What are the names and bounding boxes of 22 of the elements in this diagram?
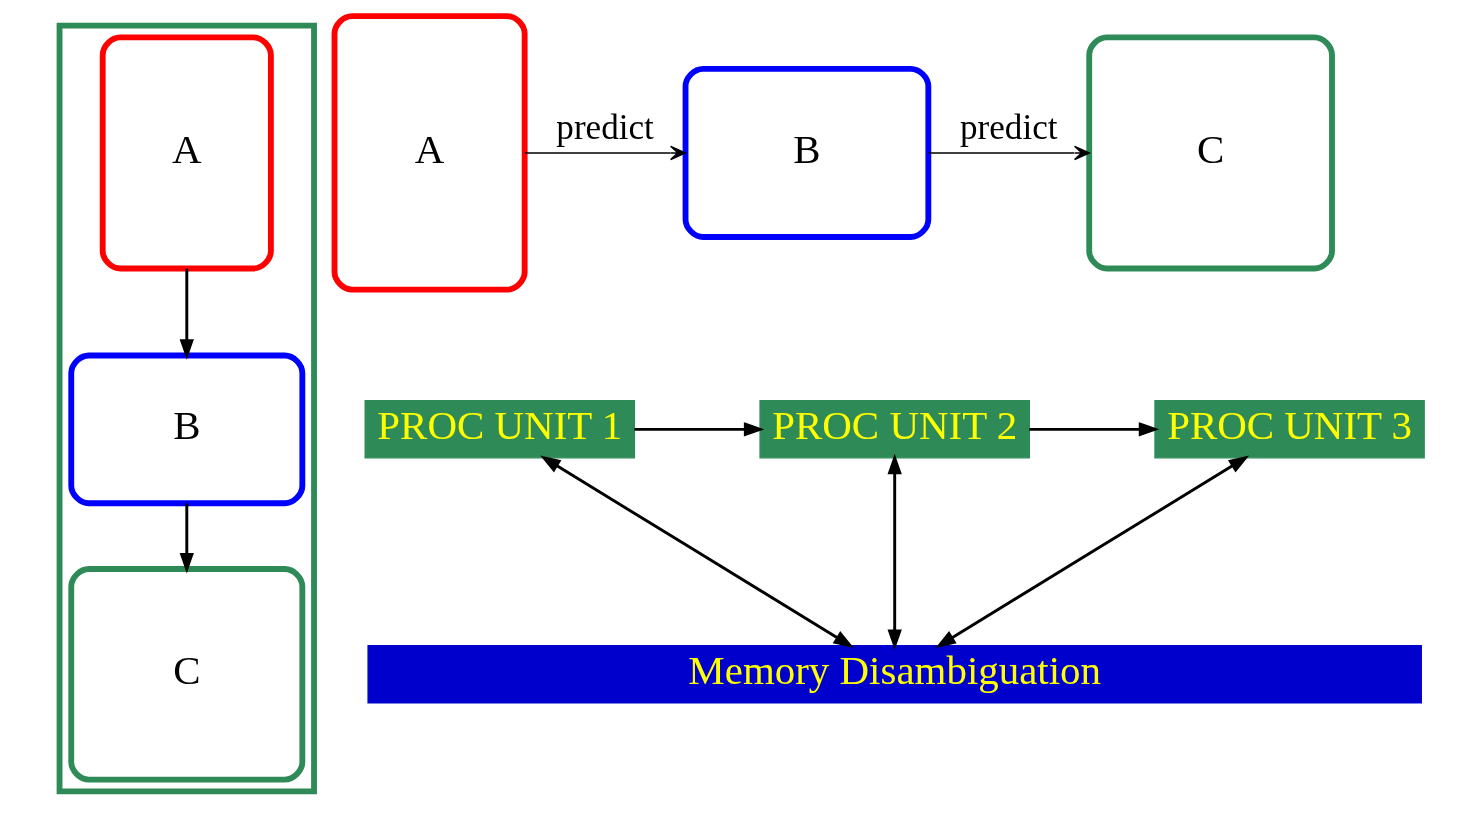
edge-label: predict xyxy=(556,107,654,147)
node-box: A xyxy=(331,13,528,293)
arrow xyxy=(179,268,194,360)
node-box: A xyxy=(99,34,274,272)
arrow xyxy=(540,455,854,648)
cluster xyxy=(56,22,317,795)
edge-label: predict xyxy=(960,107,1058,147)
arrow xyxy=(179,503,194,574)
node-box: B xyxy=(68,352,306,507)
arrow xyxy=(634,422,765,437)
arrow xyxy=(935,455,1250,648)
node-box: PROC UNIT 2 xyxy=(759,400,1030,459)
node-box: PROC UNIT 3 xyxy=(1154,400,1425,459)
arrow xyxy=(524,145,686,161)
arrow xyxy=(1029,422,1160,437)
node-box: PROC UNIT 1 xyxy=(364,400,636,459)
arrow xyxy=(927,145,1090,161)
arrow xyxy=(887,453,902,651)
node-box: Memory Disambiguation xyxy=(367,645,1422,704)
node-box: C xyxy=(1086,34,1335,272)
node-box: C xyxy=(68,566,306,783)
node-box: B xyxy=(682,65,932,240)
